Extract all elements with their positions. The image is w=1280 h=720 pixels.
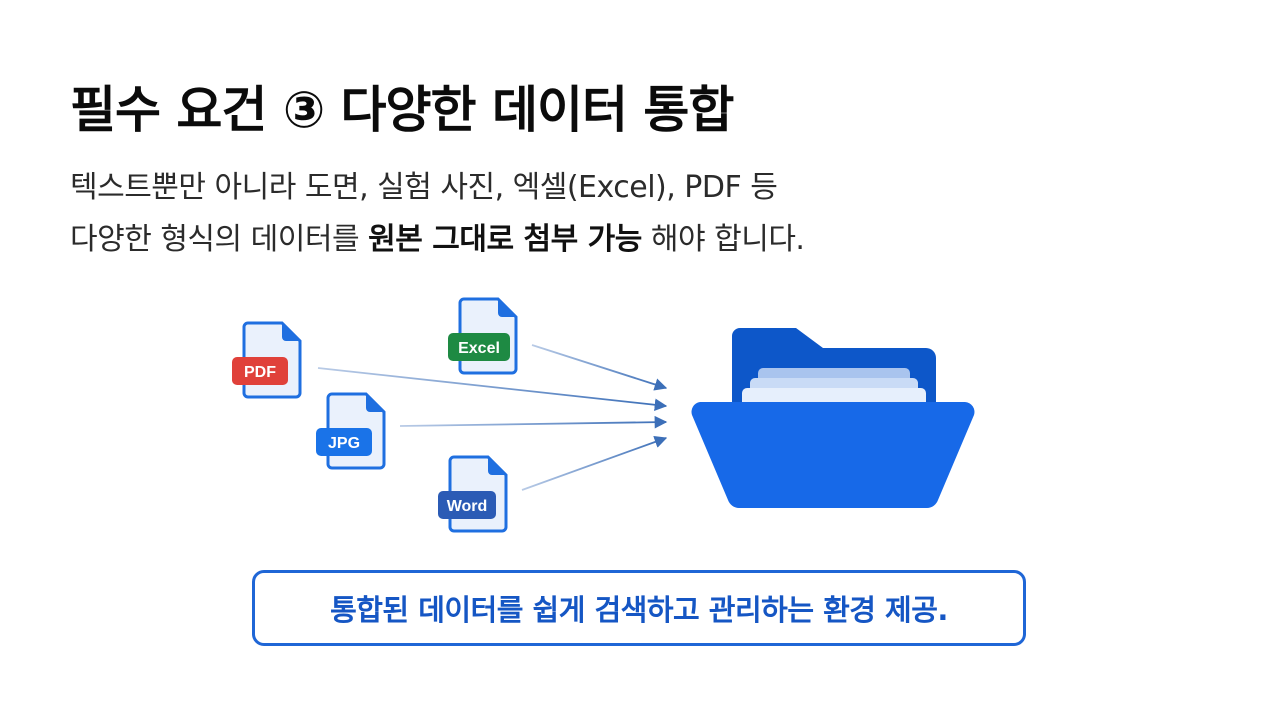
slide-description: 텍스트뿐만 아니라 도면, 실험 사진, 엑셀(Excel), PDF 등 다양…: [70, 162, 805, 266]
excel-label: Excel: [458, 340, 500, 357]
pdf-file-icon: PDF: [232, 321, 302, 399]
jpg-file-icon: JPG: [316, 392, 386, 470]
word-file-icon: Word: [438, 455, 508, 533]
description-line-2: 다양한 형식의 데이터를 원본 그대로 첨부 가능 해야 합니다.: [70, 214, 805, 266]
description-emphasis: 원본 그대로 첨부 가능: [368, 222, 642, 257]
jpg-label: JPG: [328, 435, 360, 452]
pdf-label: PDF: [244, 364, 276, 381]
arrows: [317, 344, 668, 491]
arrow-jpg: [399, 415, 668, 429]
excel-file-icon: Excel: [448, 297, 518, 375]
arrow-word: [521, 435, 668, 491]
slide-title: 필수 요건 ③ 다양한 데이터 통합: [70, 81, 734, 139]
arrow-pdf: [317, 367, 668, 412]
word-label: Word: [447, 498, 488, 515]
description-text: 해야 합니다.: [641, 222, 805, 257]
folder-icon: [691, 328, 975, 508]
summary-callout: 통합된 데이터를 쉽게 검색하고 관리하는 환경 제공.: [252, 570, 1026, 646]
description-text: 다양한 형식의 데이터를: [70, 222, 369, 257]
description-line-1: 텍스트뿐만 아니라 도면, 실험 사진, 엑셀(Excel), PDF 등: [70, 170, 778, 205]
arrow-excel: [531, 344, 668, 391]
